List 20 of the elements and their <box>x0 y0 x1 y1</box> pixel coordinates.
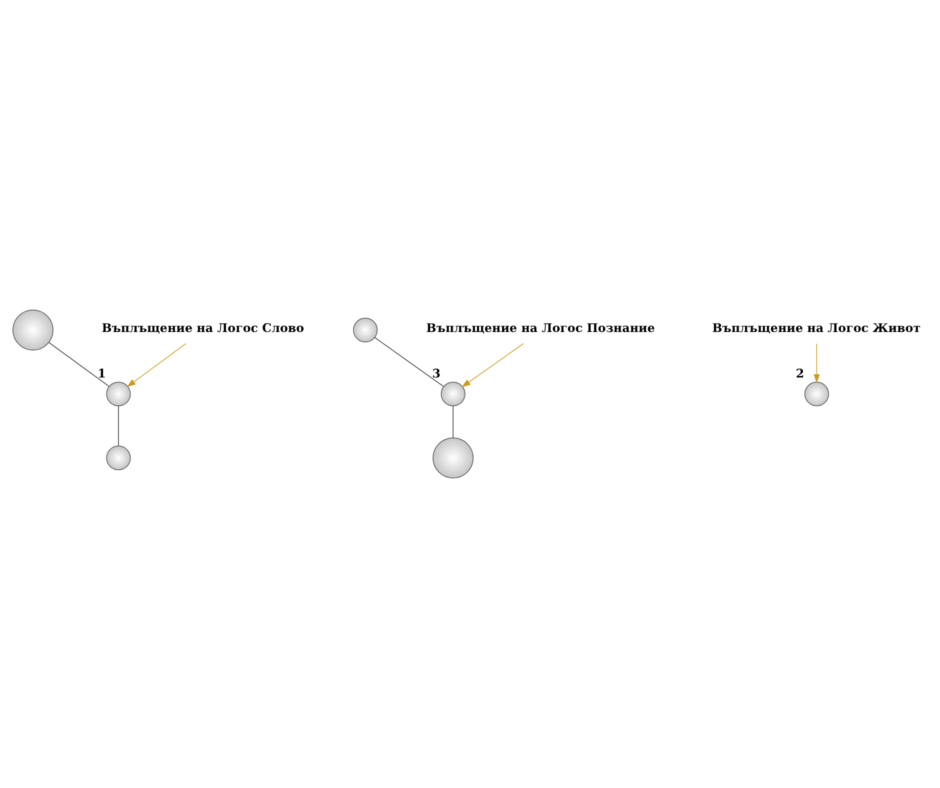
connector <box>118 406 119 446</box>
connector <box>48 342 110 387</box>
node-circle <box>106 446 131 470</box>
node-circle <box>432 438 474 478</box>
arrow <box>814 343 820 384</box>
node-text: Въплъщение на Логос Познание <box>426 321 655 336</box>
node-circle <box>106 382 131 406</box>
node-label: 2 <box>796 366 804 380</box>
node-circle <box>804 382 829 406</box>
connector <box>452 406 454 438</box>
node-circle <box>440 382 466 406</box>
node-text: Въплъщение на Логос Слово <box>102 321 304 336</box>
connector <box>374 337 444 387</box>
arrow <box>462 343 524 388</box>
node-text: Въплъщение на Логос Живот <box>712 321 921 336</box>
arrow <box>126 343 186 388</box>
node-label: 3 <box>432 366 441 380</box>
node-circle <box>353 318 378 342</box>
node-label: 1 <box>98 366 106 380</box>
node-circle <box>12 310 54 350</box>
